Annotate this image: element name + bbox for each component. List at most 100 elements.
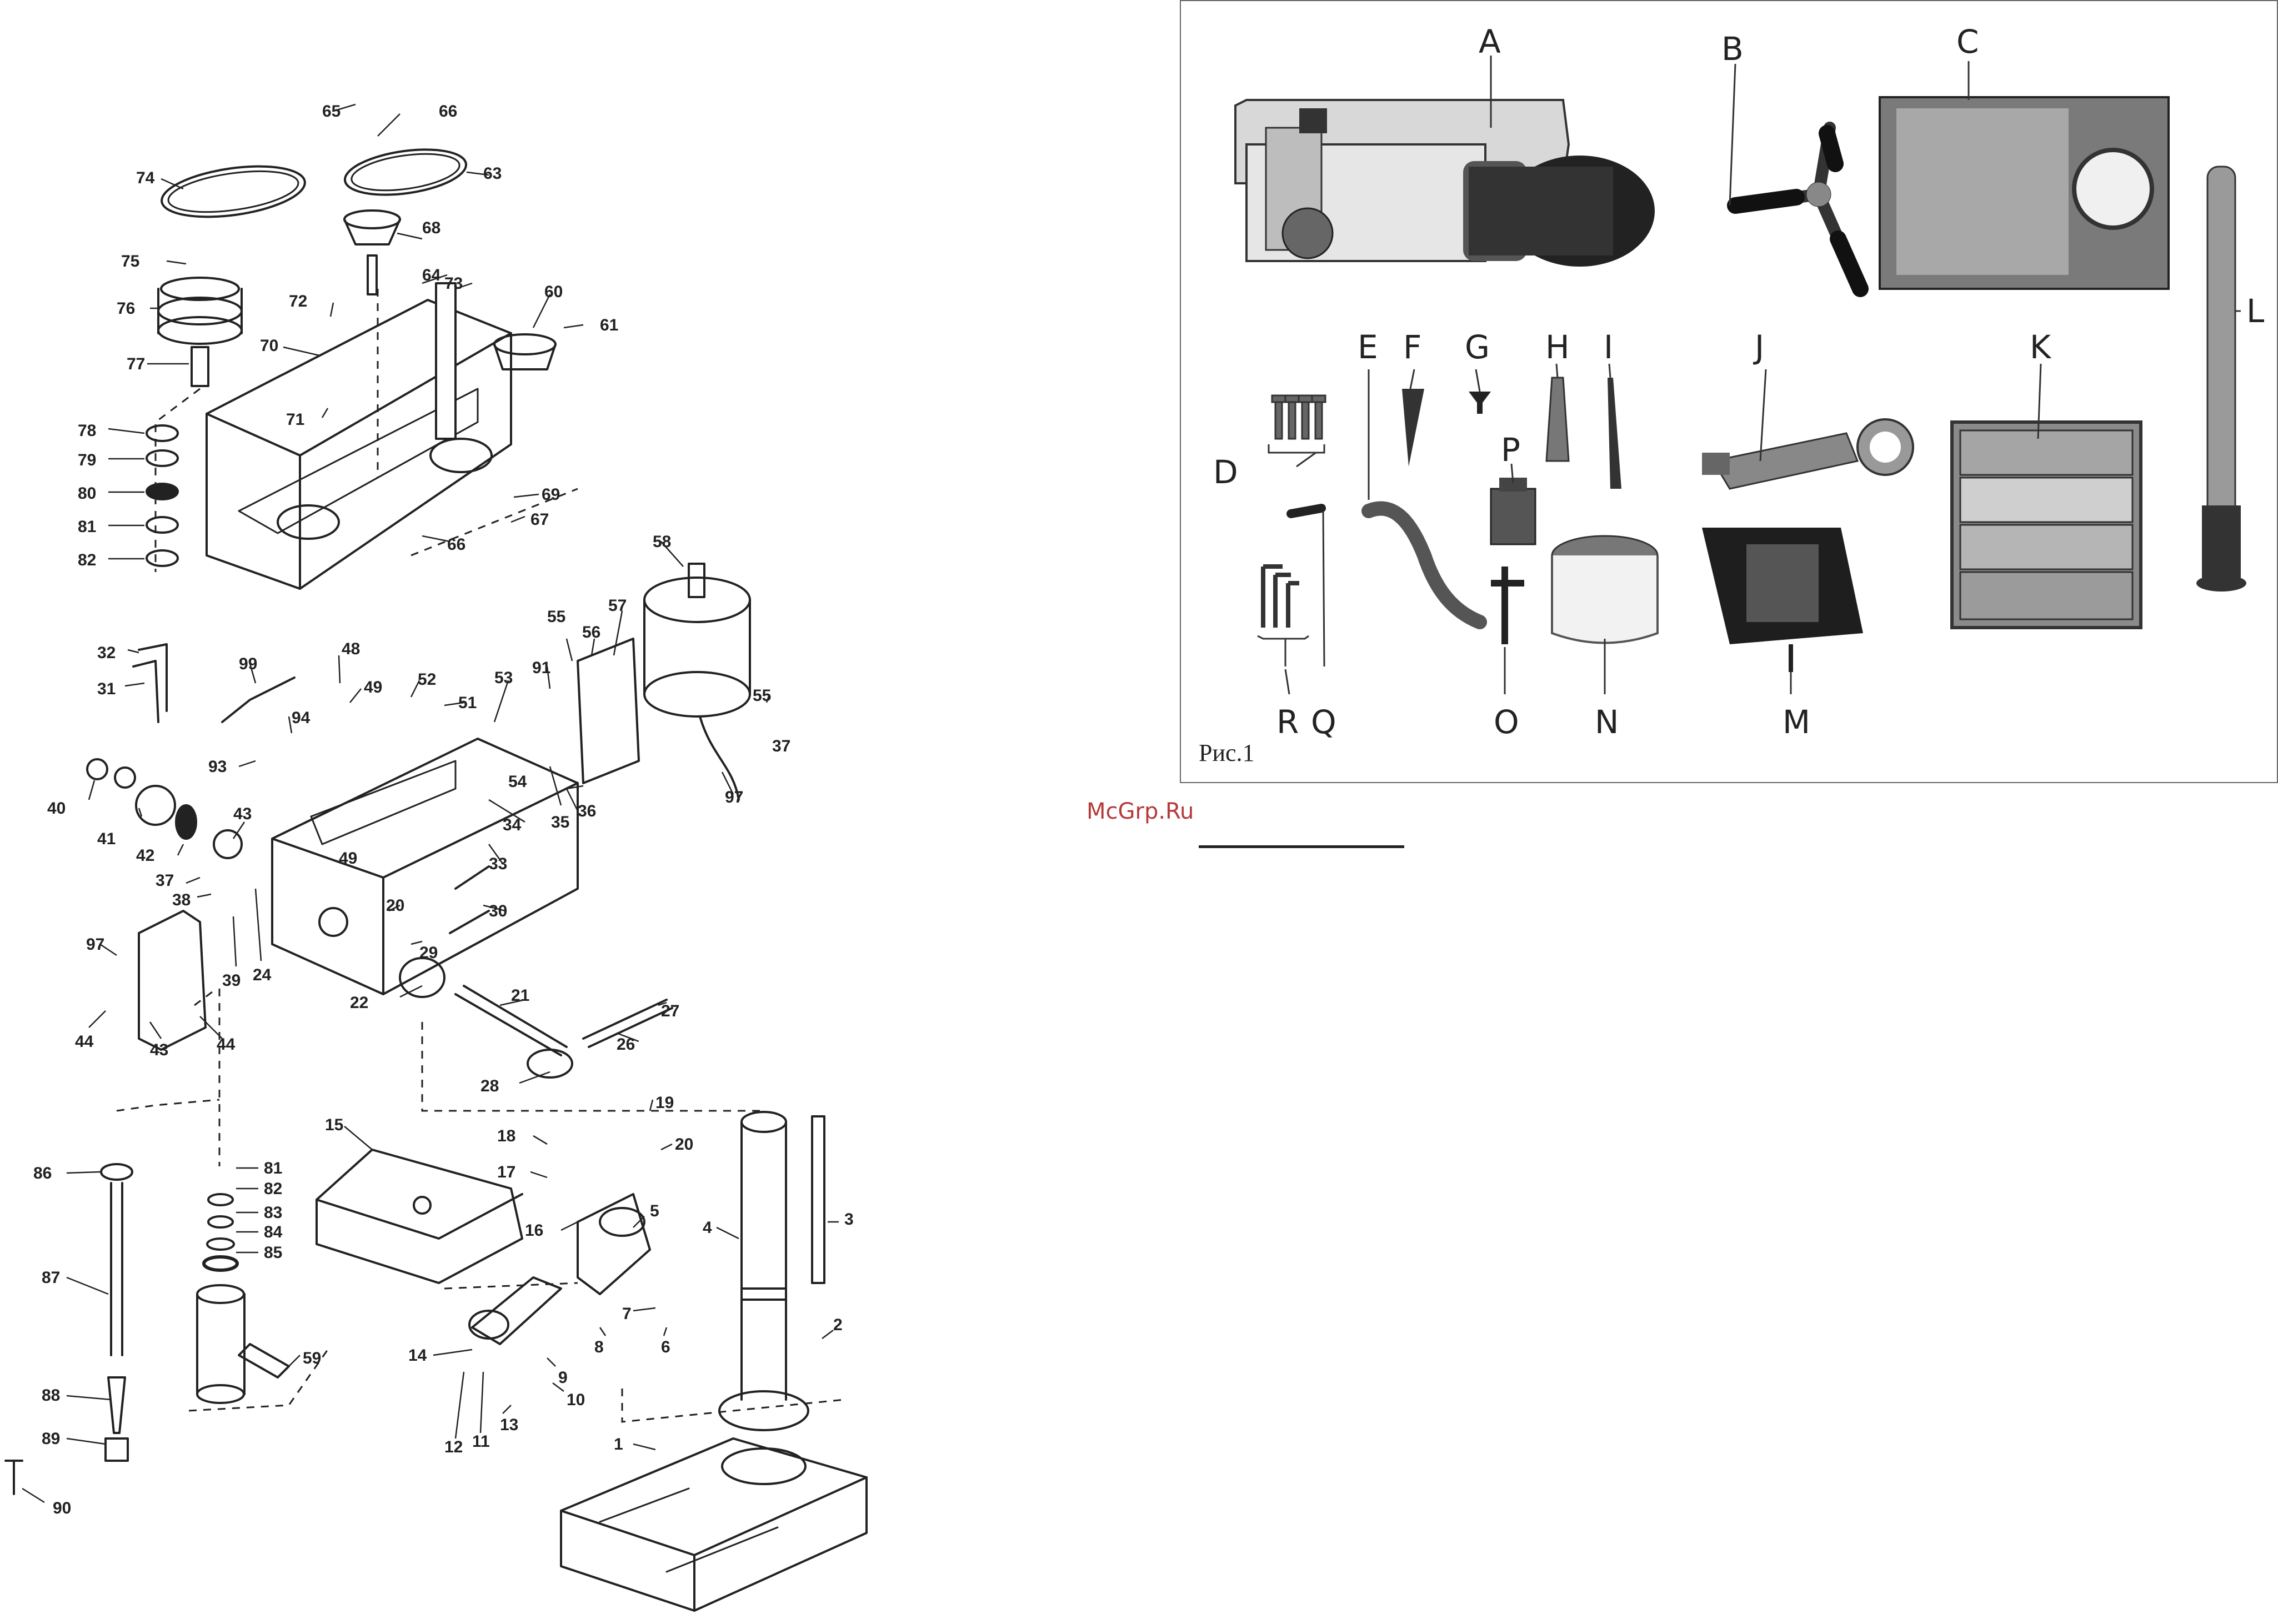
part-label: 41 bbox=[97, 830, 116, 848]
part-label: 11 bbox=[472, 1432, 490, 1451]
label-d: D bbox=[1213, 453, 1238, 491]
part-label: 36 bbox=[578, 802, 596, 820]
part-number-labels: 65 66 63 74 68 75 76 64 72 73 60 61 70 7… bbox=[33, 102, 854, 1517]
part-label: 55 bbox=[753, 686, 771, 705]
item-m-vise bbox=[1702, 528, 1863, 672]
part-label: 69 bbox=[542, 485, 560, 504]
part-label: 7 bbox=[622, 1305, 632, 1323]
label-g: G bbox=[1465, 328, 1490, 366]
part-label: 56 bbox=[582, 623, 600, 641]
part-label: 44 bbox=[75, 1032, 94, 1051]
part-label: 2 bbox=[833, 1316, 843, 1334]
part-label: 54 bbox=[508, 773, 527, 791]
motor-drawing bbox=[643, 563, 751, 801]
label-k: K bbox=[2030, 328, 2052, 366]
part-label: 87 bbox=[42, 1269, 60, 1287]
part-label: 61 bbox=[600, 316, 618, 334]
part-label: 89 bbox=[42, 1430, 60, 1448]
part-label: 37 bbox=[772, 737, 790, 755]
table-bracket-drawing bbox=[468, 1193, 651, 1345]
item-h-arbor bbox=[1545, 377, 1570, 462]
part-label: 86 bbox=[33, 1164, 52, 1182]
part-label: 63 bbox=[483, 164, 502, 183]
part-label: 97 bbox=[86, 935, 104, 954]
part-label: 90 bbox=[53, 1499, 71, 1517]
column-drawing bbox=[718, 1111, 809, 1431]
item-p-chuck bbox=[1490, 478, 1536, 545]
part-label: 80 bbox=[78, 484, 96, 503]
motor-bracket-drawing bbox=[577, 638, 640, 784]
item-b-feed-handle bbox=[1727, 122, 1869, 297]
part-label: 49 bbox=[339, 849, 357, 868]
part-label: 64 bbox=[422, 266, 441, 284]
label-a: A bbox=[1479, 23, 1501, 61]
part-label: 43 bbox=[150, 1041, 168, 1059]
part-label: 8 bbox=[594, 1338, 604, 1356]
switch-box-drawing bbox=[138, 910, 207, 1051]
part-label: 75 bbox=[121, 252, 139, 270]
part-label: 27 bbox=[661, 1002, 679, 1020]
item-n-chuck-guard bbox=[1551, 535, 1659, 644]
belt-62-drawing bbox=[343, 148, 468, 196]
part-label: 49 bbox=[364, 678, 382, 696]
item-l-column bbox=[2196, 166, 2246, 592]
label-c: C bbox=[1956, 23, 1979, 61]
part-label: 81 bbox=[78, 518, 96, 536]
part-label: 71 bbox=[286, 410, 304, 429]
pulley-76-drawing bbox=[157, 277, 243, 387]
part-label: 12 bbox=[444, 1438, 463, 1456]
part-label: 76 bbox=[117, 299, 135, 318]
part-label: 24 bbox=[253, 966, 272, 984]
base-drawing bbox=[560, 1437, 868, 1612]
label-r: R bbox=[1276, 703, 1299, 741]
part-label: 65 bbox=[322, 102, 341, 121]
washer-stack-drawing bbox=[146, 424, 179, 567]
part-label: 33 bbox=[489, 855, 507, 873]
item-g-pin bbox=[1469, 392, 1491, 414]
part-label: 60 bbox=[544, 283, 563, 301]
lever-99-drawing bbox=[221, 676, 296, 723]
part-label: 20 bbox=[386, 896, 404, 915]
part-label: 22 bbox=[350, 994, 368, 1012]
part-label: 74 bbox=[136, 169, 155, 187]
part-label: 70 bbox=[260, 337, 278, 355]
item-r-hex-keys bbox=[1257, 564, 1309, 666]
feed-shaft-drawing bbox=[582, 999, 673, 1048]
part-label: 57 bbox=[608, 597, 627, 615]
spindle-drawing bbox=[399, 957, 573, 1079]
part-label: 26 bbox=[617, 1035, 635, 1054]
part-label: 21 bbox=[511, 986, 529, 1005]
item-q-handle bbox=[1286, 504, 1326, 667]
part-label: 59 bbox=[303, 1349, 321, 1367]
label-m: M bbox=[1783, 703, 1810, 741]
part-label: 85 bbox=[264, 1244, 282, 1262]
item-i-drift bbox=[1608, 378, 1621, 489]
hex-keys-drawing bbox=[132, 643, 168, 723]
part-label: 93 bbox=[208, 758, 227, 776]
part-label: 5 bbox=[650, 1202, 659, 1220]
watermark-text[interactable]: McGrp.Ru bbox=[1087, 799, 1194, 824]
pulley-67-drawing bbox=[343, 209, 401, 295]
part-label: 67 bbox=[530, 510, 549, 529]
part-label: 94 bbox=[292, 709, 311, 727]
item-e-crank bbox=[1361, 501, 1487, 629]
item-j-table-arm bbox=[1702, 418, 1914, 490]
part-label: 99 bbox=[239, 655, 257, 673]
part-label: 13 bbox=[500, 1416, 518, 1434]
figure-caption: Рис.1 bbox=[1199, 739, 1255, 766]
part-label: 19 bbox=[655, 1094, 674, 1112]
part-label: 28 bbox=[480, 1077, 499, 1095]
label-o: O bbox=[1494, 703, 1519, 741]
part-label: 53 bbox=[494, 669, 513, 687]
label-f: F bbox=[1403, 328, 1421, 366]
part-label: 16 bbox=[525, 1221, 543, 1240]
part-label: 97 bbox=[725, 788, 743, 806]
part-label: 42 bbox=[136, 846, 154, 865]
part-label: 66 bbox=[447, 535, 465, 554]
label-l: L bbox=[2246, 292, 2264, 330]
accessory-kit-figure: A B C D E F G H I J K L M N O P Q R bbox=[1180, 0, 2278, 783]
part-label: 91 bbox=[532, 659, 550, 677]
part-label: 43 bbox=[233, 805, 252, 823]
item-o-chuck-key bbox=[1491, 567, 1524, 644]
part-label: 82 bbox=[78, 551, 96, 569]
